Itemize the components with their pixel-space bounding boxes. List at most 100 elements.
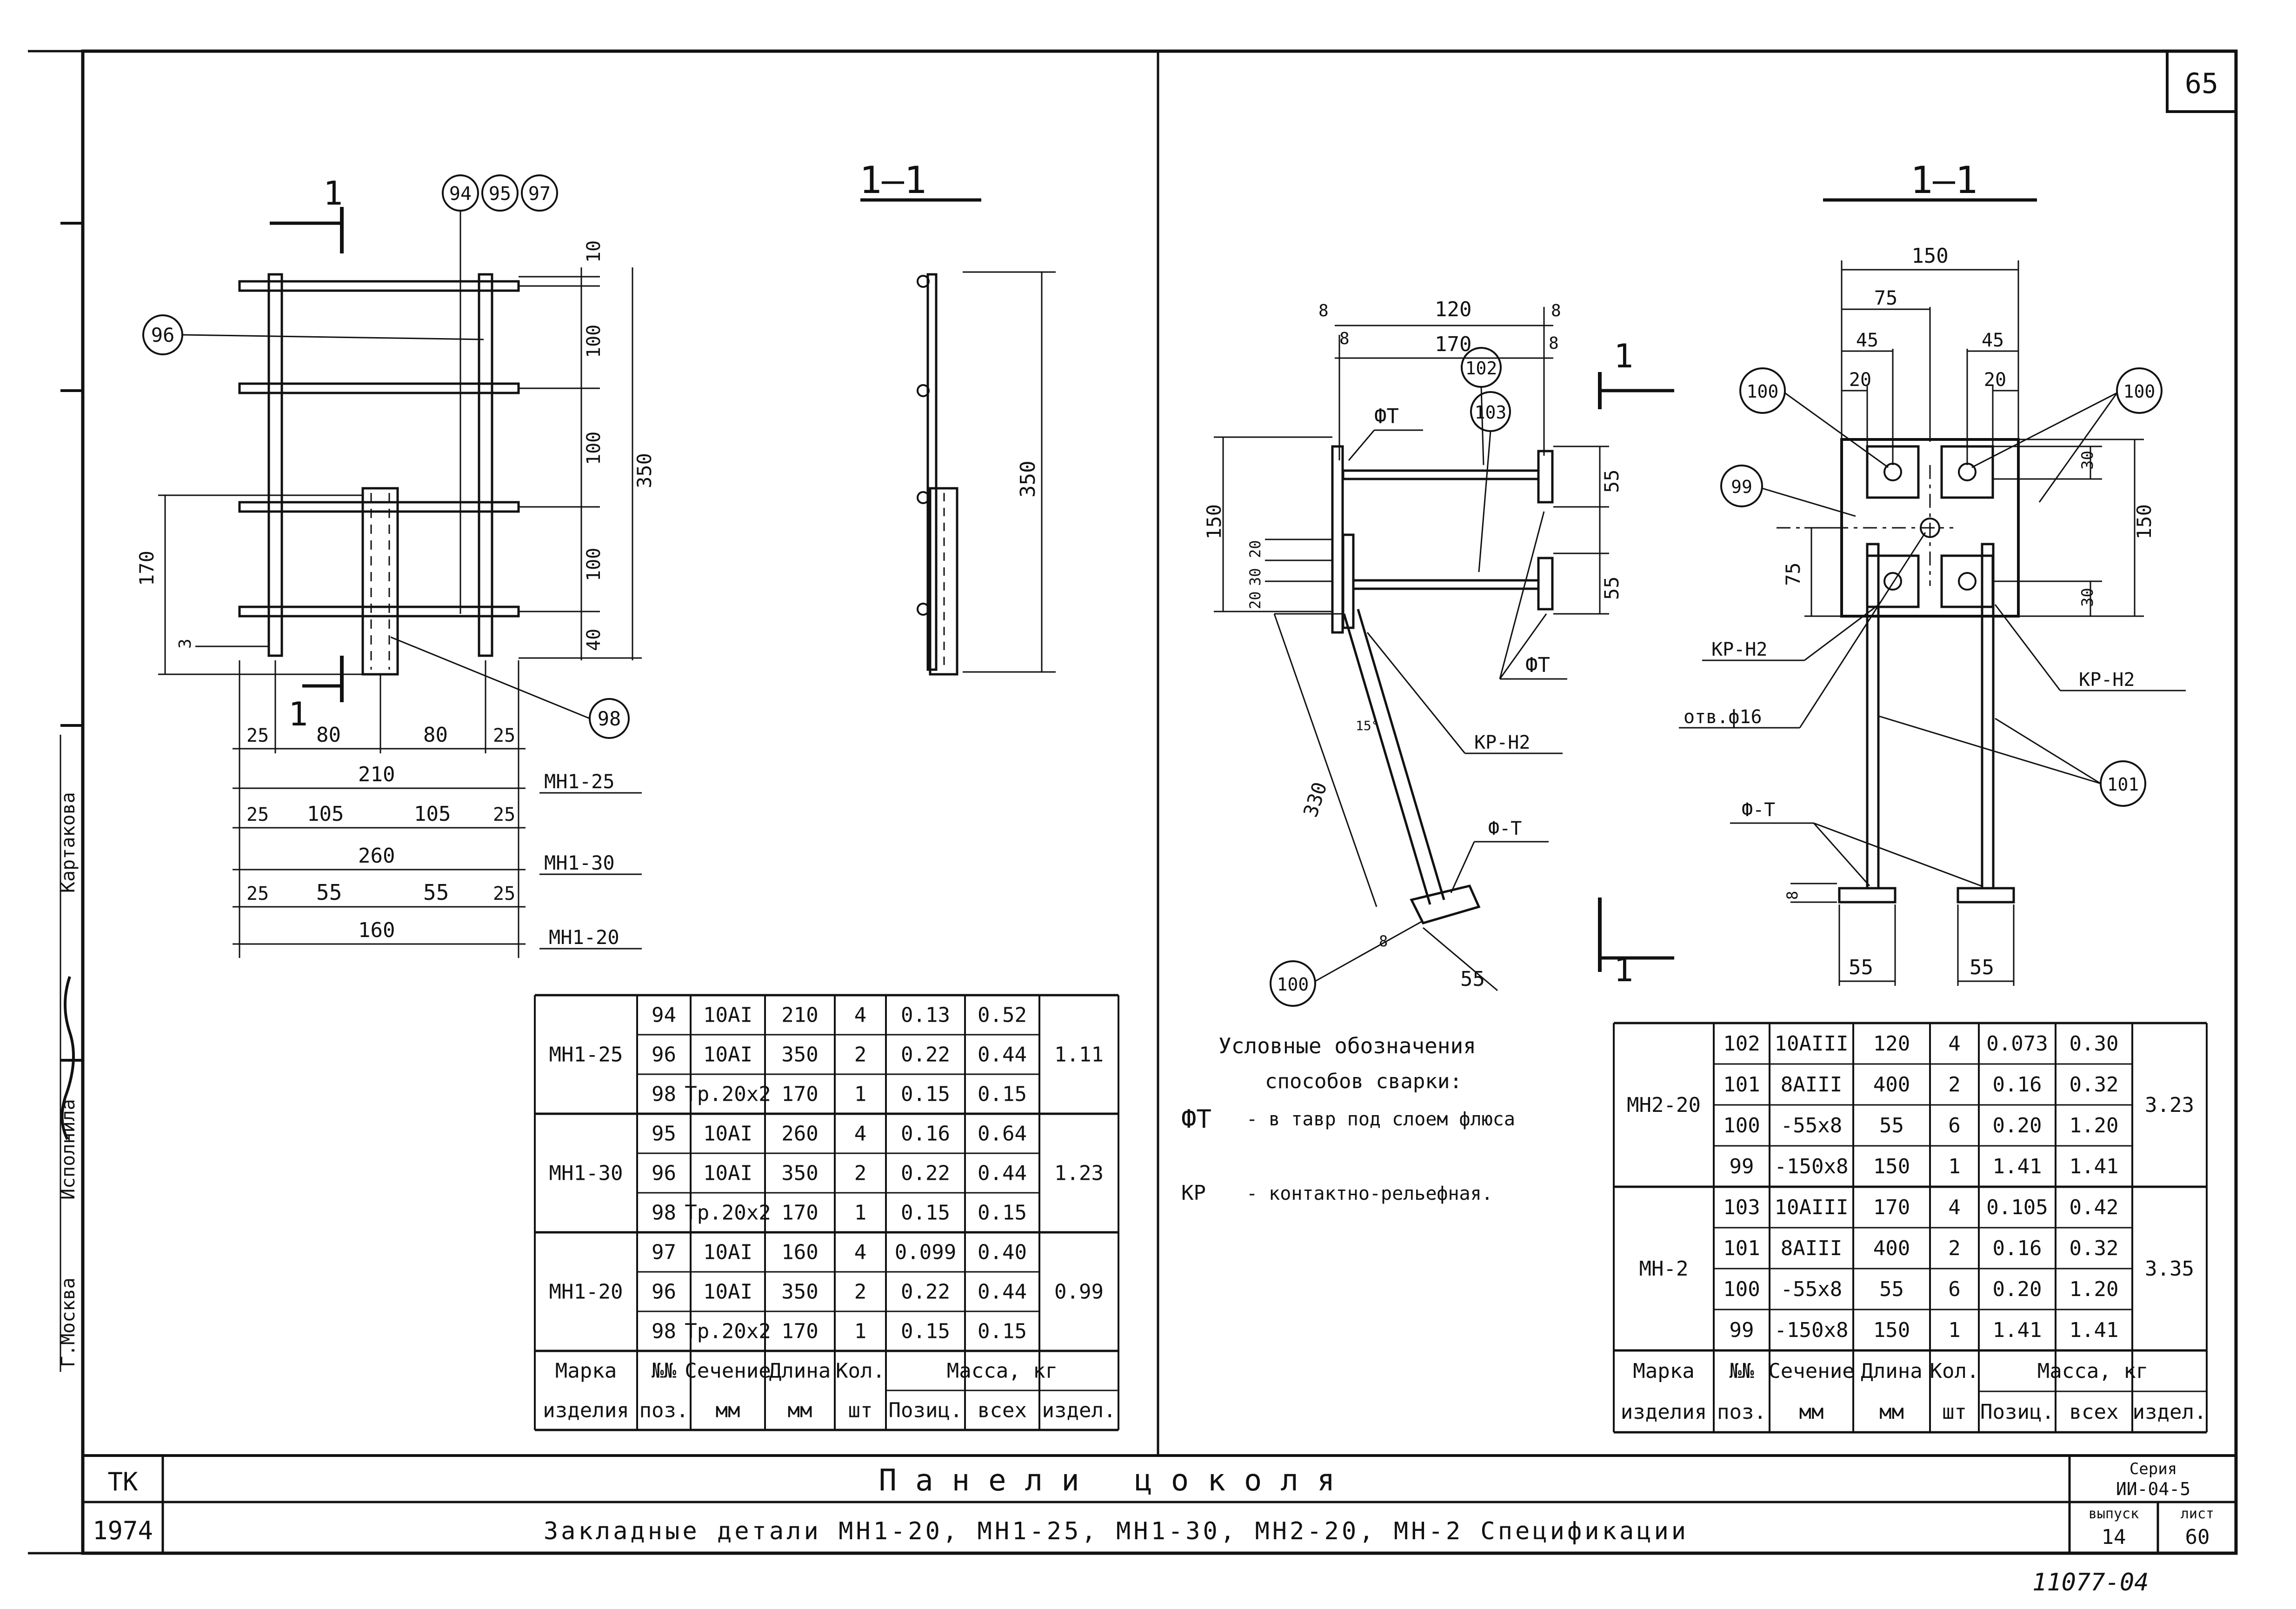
dim-330: 330 bbox=[1299, 779, 1331, 820]
dim-40: 40 bbox=[583, 629, 605, 651]
spec-cell: 0.40 bbox=[978, 1241, 1027, 1264]
cut-mark-bottom: 1 bbox=[288, 695, 308, 733]
spec-header-unit: мм bbox=[1799, 1400, 1824, 1424]
dim-20: 20 bbox=[1246, 540, 1264, 558]
spec-cell: 0.32 bbox=[2070, 1073, 2119, 1097]
signature bbox=[60, 976, 75, 1140]
legend-text-ft: - в тавр под слоем флюса bbox=[1246, 1109, 1515, 1130]
weld-ft-top: ФТ bbox=[1374, 405, 1399, 428]
spec-cell: 103 bbox=[1723, 1196, 1760, 1219]
spec-cell: 0.64 bbox=[978, 1122, 1027, 1146]
spec-cell: 4 bbox=[1948, 1196, 1961, 1219]
callout-98: 98 bbox=[598, 707, 621, 730]
spec-cell: 1.41 bbox=[1993, 1155, 2042, 1178]
v2-mark: МН1-30 bbox=[544, 851, 615, 874]
weld-hole: отв.ф16 bbox=[1684, 706, 1762, 728]
spec-cell: 0.073 bbox=[1986, 1032, 2048, 1056]
spec-header-all: всех bbox=[978, 1399, 1027, 1423]
spec-cell: 260 bbox=[781, 1122, 818, 1146]
spec-cell: 100 bbox=[1723, 1277, 1760, 1301]
spec-cell: 0.52 bbox=[978, 1004, 1027, 1027]
dim-30-top: 30 bbox=[2078, 451, 2097, 470]
spec-total: 3.35 bbox=[2145, 1257, 2194, 1281]
spec-cell: 2 bbox=[854, 1162, 867, 1185]
sheet-value: 60 bbox=[2185, 1525, 2210, 1549]
spec-cell: 120 bbox=[1873, 1032, 1910, 1056]
v3-total: 160 bbox=[358, 918, 395, 942]
page-number: 65 bbox=[2185, 67, 2218, 100]
spec-cell: 170 bbox=[781, 1201, 818, 1225]
org-code: ТК bbox=[107, 1467, 138, 1496]
dim-8-c: 8 bbox=[1339, 329, 1350, 348]
spec-cell: 2 bbox=[1948, 1073, 1961, 1097]
dim-8-b: 8 bbox=[1551, 301, 1561, 320]
spec-cell: 4 bbox=[1948, 1032, 1961, 1056]
spec-header-unit: мм bbox=[788, 1399, 812, 1423]
dim-20-b: 20 bbox=[1246, 591, 1264, 609]
spec-cell: 6 bbox=[1948, 1114, 1961, 1137]
spec-cell: 1.20 bbox=[2070, 1114, 2119, 1137]
legend-code-kr: КР bbox=[1181, 1181, 1206, 1205]
spec-header: Кол. bbox=[1930, 1359, 1979, 1383]
spec-cell: 94 bbox=[652, 1004, 676, 1027]
spec-cell: 0.13 bbox=[901, 1004, 950, 1027]
dim-350-total: 350 bbox=[633, 453, 656, 488]
spec-header: Длина bbox=[1861, 1359, 1922, 1383]
spec-header-unit: изделия bbox=[543, 1399, 629, 1423]
spec-cell: 170 bbox=[781, 1320, 818, 1343]
spec-cell: 6 bbox=[1948, 1277, 1961, 1301]
spec-header: Длина bbox=[769, 1359, 831, 1383]
spec-cell: 150 bbox=[1873, 1155, 1910, 1178]
spec-cell: 0.44 bbox=[978, 1280, 1027, 1304]
spec-cell: 99 bbox=[1730, 1318, 1754, 1342]
dim-3: 3 bbox=[176, 638, 195, 649]
spec-cell: 1.41 bbox=[2070, 1155, 2119, 1178]
issue-label: выпуск bbox=[2089, 1506, 2139, 1522]
spec-cell: 10АI bbox=[703, 1280, 752, 1304]
spec-cell: -55х8 bbox=[1781, 1114, 1842, 1137]
callout-101: 101 bbox=[2107, 774, 2139, 795]
spec-cell: 55 bbox=[1879, 1277, 1904, 1301]
spec-header-unit: шт bbox=[848, 1399, 873, 1423]
spec-cell: 350 bbox=[781, 1162, 818, 1185]
dim-75-top: 75 bbox=[1874, 286, 1898, 309]
spec-cell: -150х8 bbox=[1775, 1318, 1849, 1342]
spec-cell: 350 bbox=[781, 1043, 818, 1067]
spec-cell: 170 bbox=[1873, 1196, 1910, 1219]
spec-cell: 102 bbox=[1723, 1032, 1760, 1056]
weld-kr-h2-left: КР-Н2 bbox=[1711, 639, 1767, 660]
spec-header-unit: изделия bbox=[1621, 1400, 1707, 1424]
spec-header: Марка bbox=[555, 1359, 617, 1383]
v2-part-1: 25 bbox=[246, 804, 269, 825]
spec-cell: 170 bbox=[781, 1083, 818, 1106]
spec-cell: 0.22 bbox=[901, 1162, 950, 1185]
variant-mh1-20: 25 55 55 25 160 МН1-20 bbox=[233, 880, 642, 950]
spec-cell: 98 bbox=[652, 1083, 676, 1106]
spec-cell: 96 bbox=[652, 1043, 676, 1067]
year: 1974 bbox=[93, 1516, 153, 1545]
spec-header: Кол. bbox=[836, 1359, 885, 1383]
spec-cell: 350 bbox=[781, 1280, 818, 1304]
spec-header: Сечение bbox=[1768, 1359, 1854, 1383]
spec-total: 0.99 bbox=[1054, 1280, 1104, 1304]
spec-cell: 10АI bbox=[703, 1162, 752, 1185]
legend-text-kr: - контактно-рельефная. bbox=[1246, 1183, 1493, 1204]
spec-header: Сечение bbox=[685, 1359, 771, 1383]
spec-cell: 100 bbox=[1723, 1114, 1760, 1137]
spec-cell: 4 bbox=[854, 1004, 867, 1027]
weld-kr-h2: КР-Н2 bbox=[1474, 732, 1530, 753]
dim-45-b: 45 bbox=[1982, 330, 2004, 351]
left-front-view: 1 1 94 95 97 96 98 bbox=[135, 174, 656, 958]
dim-100-a: 100 bbox=[583, 325, 605, 358]
callout-96: 96 bbox=[151, 324, 175, 346]
v3-part-3: 55 bbox=[423, 880, 449, 905]
spec-cell: Тр.20х2 bbox=[685, 1083, 771, 1106]
dim-75-left: 75 bbox=[1782, 562, 1804, 586]
spec-header-mass: Масса, кг bbox=[947, 1359, 1058, 1383]
weld-f-t-leg: Ф-Т bbox=[1742, 799, 1775, 821]
spec-cell: 0.22 bbox=[901, 1043, 950, 1067]
left-section-view: 1—1 350 bbox=[859, 159, 1056, 676]
spec-cell: 400 bbox=[1873, 1073, 1910, 1097]
